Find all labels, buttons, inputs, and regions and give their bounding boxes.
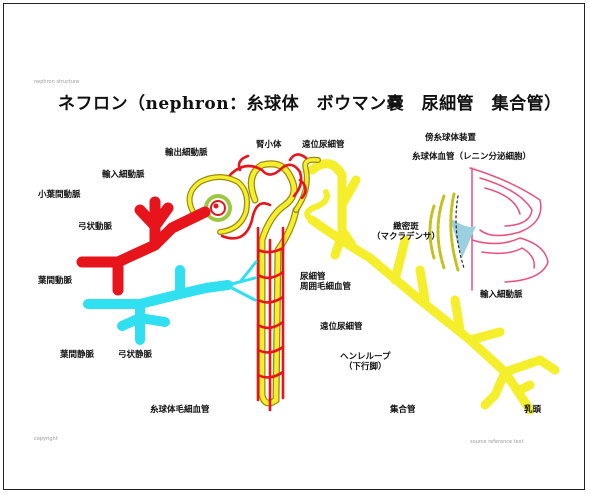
jga-inset bbox=[430, 168, 548, 290]
label-arcuate-artery: 弓状動脈 bbox=[78, 222, 112, 232]
label-peritubular-capillaries: 尿細管 周囲毛細血管 bbox=[300, 272, 351, 292]
label-collecting-duct: 集合管 bbox=[390, 405, 416, 415]
label-interlobular-artery: 小葉間動脈 bbox=[38, 190, 81, 200]
label-renal-corpuscle: 腎小体 bbox=[256, 140, 282, 150]
label-proximal-tubule: 遠位尿細管 bbox=[320, 322, 363, 332]
label-afferent-arteriole: 輸入細動脈 bbox=[102, 170, 145, 180]
artery-tree bbox=[82, 202, 205, 290]
label-interlobar-artery: 葉間動脈 bbox=[38, 276, 72, 286]
label-arcuate-vein: 弓状静脈 bbox=[118, 350, 152, 360]
label-papilla: 乳頭 bbox=[524, 405, 541, 415]
label-macula-densa: 緻密斑 （マクラデンサ） bbox=[372, 222, 440, 242]
label-efferent-arteriole: 輸出細動脈 bbox=[165, 148, 208, 158]
label-distal-tubule: 遠位尿細管 bbox=[302, 140, 345, 150]
label-henle-loop: ヘンレループ （下行脚） bbox=[340, 352, 391, 372]
label-interlobar-vein: 葉間静脈 bbox=[60, 350, 94, 360]
label-juxtaglomerular-cells: 糸球体血管（レニン分泌細胞） bbox=[412, 152, 531, 162]
label-afferent-small: 輸入細動脈 bbox=[480, 290, 523, 300]
tubule bbox=[190, 160, 318, 403]
label-jga: 傍糸球体装置 bbox=[425, 133, 476, 143]
label-vasa-recta: 糸球体毛細血管 bbox=[150, 405, 210, 415]
